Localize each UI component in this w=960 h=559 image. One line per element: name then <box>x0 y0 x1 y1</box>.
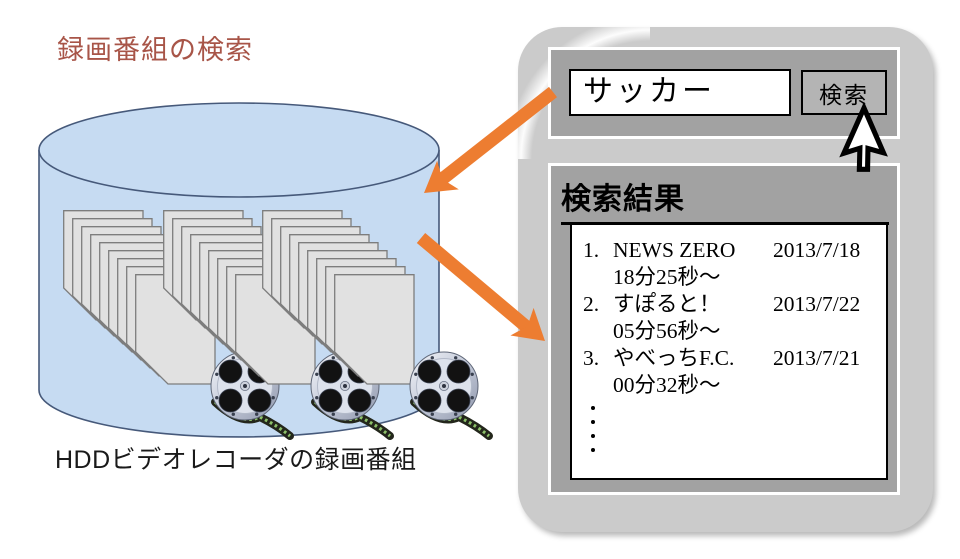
result-date: 2013/7/22 <box>773 292 861 316</box>
result-time: 18分25秒～ <box>613 265 721 289</box>
search-input[interactable]: サッカー <box>569 69 791 116</box>
film-reel-icon <box>409 351 493 440</box>
results-heading: 検索結果 <box>561 183 685 216</box>
result-time: 00分32秒～ <box>613 373 721 397</box>
result-row-time: 00分32秒～ <box>583 372 880 399</box>
result-row[interactable]: 1. NEWS ZERO 2013/7/18 <box>583 237 880 264</box>
ellipsis-dots <box>591 406 880 452</box>
result-no: 2. <box>583 292 600 316</box>
search-button[interactable]: 検索 <box>801 70 887 115</box>
search-bar-section: サッカー 検索 <box>548 47 900 139</box>
file-stack <box>262 210 493 440</box>
result-title: すぽると！ <box>613 292 721 316</box>
result-date: 2013/7/18 <box>773 238 861 262</box>
results-list: 1. NEWS ZERO 2013/7/18 18分25秒～ 2. すぽると！ … <box>570 223 888 480</box>
search-results-section: 検索結果 1. NEWS ZERO 2013/7/18 18分25秒～ 2. す… <box>548 163 900 495</box>
hdd-caption: HDDビデオレコーダの録画番組 <box>55 446 417 474</box>
result-date: 2013/7/21 <box>773 346 861 370</box>
search-query-text: サッカー <box>583 75 715 108</box>
result-no: 3. <box>583 346 600 370</box>
result-no: 1. <box>583 238 600 262</box>
video-file-icon <box>334 274 415 385</box>
result-row-time: 05分56秒～ <box>583 318 880 345</box>
result-title: やべっちF.C. <box>613 346 735 370</box>
result-row-time: 18分25秒～ <box>583 264 880 291</box>
file-stack <box>63 210 294 440</box>
result-title: NEWS ZERO <box>613 238 736 262</box>
result-time: 05分56秒～ <box>613 319 721 343</box>
result-row[interactable]: 2. すぽると！ 2013/7/22 <box>583 291 880 318</box>
page-title: 録画番組の検索 <box>57 35 253 65</box>
result-row[interactable]: 3. やべっちF.C. 2013/7/21 <box>583 345 880 372</box>
search-app-panel: サッカー 検索 検索結果 1. NEWS ZERO 2013/7/18 18分2… <box>518 27 933 532</box>
